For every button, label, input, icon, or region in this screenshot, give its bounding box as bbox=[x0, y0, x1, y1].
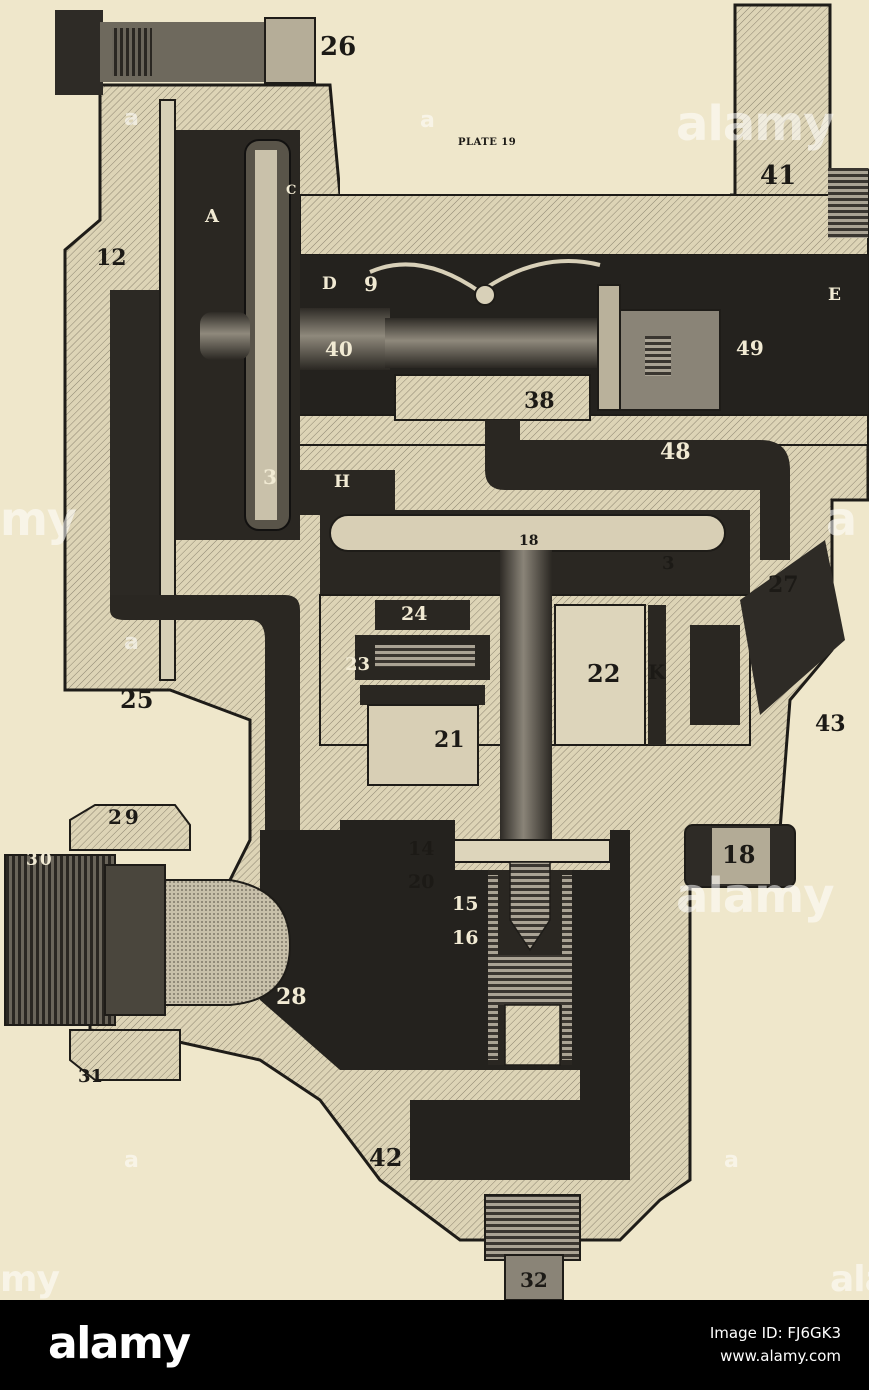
bolt-26-nut bbox=[264, 17, 316, 84]
top-wall bbox=[299, 194, 869, 256]
gasket-25 bbox=[159, 99, 176, 681]
passage-48 bbox=[485, 420, 790, 560]
label-e: E bbox=[828, 285, 841, 305]
label-12: 12 bbox=[96, 245, 127, 271]
pipe-thread-41 bbox=[828, 168, 868, 238]
left-cavity-12 bbox=[110, 290, 165, 610]
footer-bar: alamy Image ID: FJ6GK3 www.alamy.com bbox=[0, 1300, 869, 1390]
bolt-26-thread bbox=[112, 28, 152, 76]
valve-40-stem bbox=[200, 312, 250, 360]
label-d: D bbox=[322, 274, 337, 294]
label-31: 31 bbox=[78, 1066, 104, 1087]
watermark-top-right: alamy bbox=[676, 96, 835, 152]
label-a: A bbox=[205, 206, 219, 227]
label-18-nut: 18 bbox=[722, 840, 756, 869]
stem-collar-14 bbox=[444, 839, 611, 863]
label-42: 42 bbox=[369, 1143, 403, 1172]
spring-20 bbox=[498, 955, 564, 1005]
drain-plug-32 bbox=[504, 1254, 564, 1300]
plate-illustration: PLATE 19 26 41 A C 12 D 9 E 40 49 38 3 4… bbox=[0, 0, 869, 1300]
label-27: 27 bbox=[768, 572, 799, 598]
screw-49 bbox=[645, 336, 671, 376]
label-3-lower: 3 bbox=[662, 553, 675, 574]
label-43: 43 bbox=[815, 711, 846, 737]
nut-29 bbox=[69, 804, 191, 851]
central-stem bbox=[500, 550, 552, 840]
fitting-30 bbox=[4, 854, 116, 1026]
label-25: 25 bbox=[120, 685, 154, 714]
passage-left bbox=[110, 595, 300, 830]
label-21: 21 bbox=[434, 727, 465, 753]
label-9: 9 bbox=[364, 272, 378, 296]
upper-cavity bbox=[340, 95, 730, 195]
watermark-dot-3: a bbox=[124, 630, 139, 655]
cap-24 bbox=[375, 600, 470, 630]
label-3-upper: 3 bbox=[263, 465, 277, 489]
watermark-dot-4: a bbox=[724, 1148, 739, 1173]
pipe-27 bbox=[740, 540, 845, 715]
spring-15-right bbox=[562, 875, 572, 1060]
label-c: C bbox=[286, 183, 297, 198]
spring-23-coils bbox=[375, 645, 475, 667]
label-32: 32 bbox=[520, 1268, 548, 1292]
drain-thread bbox=[484, 1194, 581, 1261]
label-22: 22 bbox=[587, 659, 621, 688]
chamber-28 bbox=[260, 820, 630, 1180]
label-28: 28 bbox=[276, 984, 307, 1010]
footer-image-id: Image ID: FJ6GK3 bbox=[709, 1324, 841, 1342]
nut-31 bbox=[69, 1029, 181, 1081]
plate-caption: PLATE 19 bbox=[458, 137, 517, 148]
label-h: H bbox=[334, 472, 351, 492]
watermark-dot-5: a bbox=[124, 1148, 139, 1173]
watermark-bottom-left: my bbox=[0, 1259, 60, 1300]
label-24: 24 bbox=[401, 603, 428, 625]
watermark-bottom-right: alamy bbox=[676, 868, 835, 924]
diaphragm-face bbox=[255, 150, 277, 520]
footer-image-ref: Image ID: FJ6GK3 www.alamy.com bbox=[710, 1322, 841, 1369]
label-41: 41 bbox=[760, 161, 797, 191]
label-14: 14 bbox=[408, 838, 435, 860]
watermark-left-edge: my bbox=[0, 492, 77, 546]
footer-site: www.alamy.com bbox=[720, 1347, 841, 1366]
label-29: 29 bbox=[108, 805, 142, 829]
cross-section-drawing bbox=[4, 3, 869, 1300]
seat-38 bbox=[394, 374, 591, 421]
valve-21-seat bbox=[360, 685, 485, 705]
fitting-30-body bbox=[104, 864, 166, 1016]
watermark-right-edge: a bbox=[826, 492, 857, 546]
label-49: 49 bbox=[736, 336, 764, 360]
label-30: 30 bbox=[26, 850, 54, 870]
watermark-dot-2: a bbox=[124, 106, 139, 131]
strainer-28 bbox=[159, 879, 292, 1006]
label-20: 20 bbox=[408, 871, 435, 893]
label-26: 26 bbox=[320, 32, 357, 62]
spring-post bbox=[504, 1004, 561, 1066]
valve-guide bbox=[597, 284, 621, 411]
valve-shaft bbox=[385, 318, 610, 368]
nut-18-face bbox=[712, 828, 770, 884]
spring-15-left bbox=[488, 875, 498, 1060]
valve-40-body bbox=[300, 308, 390, 370]
block-22 bbox=[554, 604, 646, 746]
label-18-diaphragm: 18 bbox=[519, 533, 539, 549]
spring-pivot bbox=[474, 284, 496, 306]
label-40: 40 bbox=[325, 337, 353, 361]
bolt-26-head bbox=[55, 10, 103, 95]
label-15: 15 bbox=[452, 893, 479, 915]
valve-21 bbox=[367, 704, 479, 786]
footer-logo: alamy bbox=[48, 1318, 191, 1369]
port-h bbox=[300, 470, 395, 515]
block-k bbox=[648, 605, 666, 745]
watermark-bottom-right-edge: ala bbox=[830, 1259, 869, 1300]
label-23: 23 bbox=[345, 654, 371, 675]
screw-16 bbox=[509, 861, 551, 952]
outlet-block bbox=[690, 625, 740, 725]
label-k: K bbox=[648, 660, 666, 684]
label-16: 16 bbox=[452, 927, 479, 949]
watermark-dot-1: a bbox=[420, 108, 435, 133]
label-38: 38 bbox=[524, 388, 555, 414]
label-48: 48 bbox=[660, 439, 691, 465]
